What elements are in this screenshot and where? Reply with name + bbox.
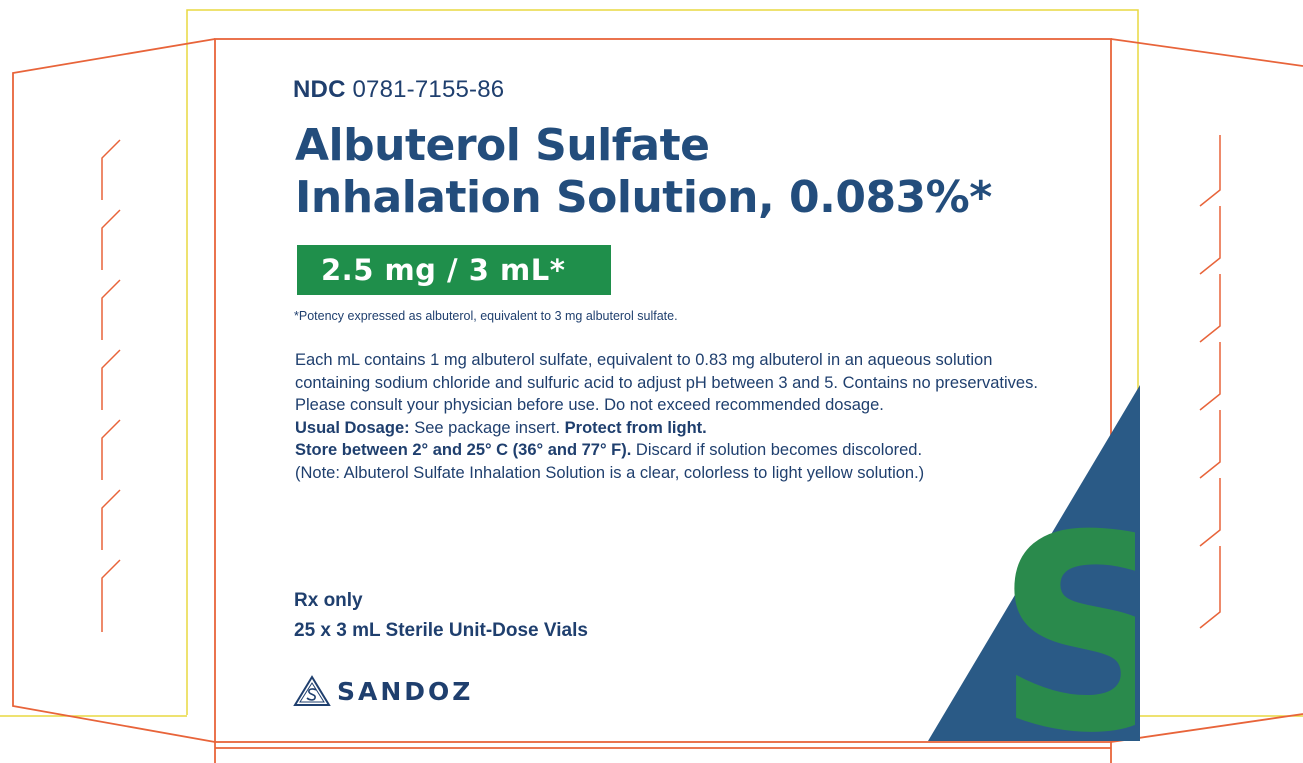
rx-only: Rx only xyxy=(294,590,363,611)
ndc-label: NDC xyxy=(293,76,346,103)
usual-dosage-line: Usual Dosage: See package insert. Protec… xyxy=(295,417,1055,440)
composition-text: Each mL contains 1 mg albuterol sulfate,… xyxy=(295,351,1038,392)
usual-dosage-text: See package insert. xyxy=(414,418,561,437)
storage-label: Store between 2° and 25° C (36° and 77° … xyxy=(295,441,632,460)
ndc-number: NDC 0781-7155-86 xyxy=(293,76,504,104)
package-contents: 25 x 3 mL Sterile Unit-Dose Vials xyxy=(294,620,588,641)
brand-name: SANDOZ xyxy=(337,676,474,706)
corner-s-graphic: S xyxy=(995,500,1135,742)
label-body-text: Each mL contains 1 mg albuterol sulfate,… xyxy=(295,349,1055,485)
storage-line: Store between 2° and 25° C (36° and 77° … xyxy=(295,439,1055,462)
storage-text: Discard if solution becomes discolored. xyxy=(635,441,923,460)
consult-text: Please consult your physician before use… xyxy=(295,396,884,415)
note-text: (Note: Albuterol Sulfate Inhalation Solu… xyxy=(295,463,925,482)
usual-dosage-label: Usual Dosage: xyxy=(295,418,410,437)
corner-triangle-graphic xyxy=(928,385,1140,741)
product-title-line2: Inhalation Solution, 0.083%* xyxy=(295,172,992,223)
ndc-code: 0781-7155-86 xyxy=(352,76,505,103)
potency-footnote: *Potency expressed as albuterol, equival… xyxy=(294,309,678,323)
brand-logo: SANDOZ xyxy=(293,675,473,707)
product-title-line1: Albuterol Sulfate xyxy=(295,120,710,171)
product-title: Albuterol Sulfate Inhalation Solution, 0… xyxy=(295,120,992,224)
strength-badge: 2.5 mg / 3 mL* xyxy=(297,245,611,295)
sandoz-triangle-icon xyxy=(293,675,331,706)
protect-from-light: Protect from light. xyxy=(564,418,707,437)
